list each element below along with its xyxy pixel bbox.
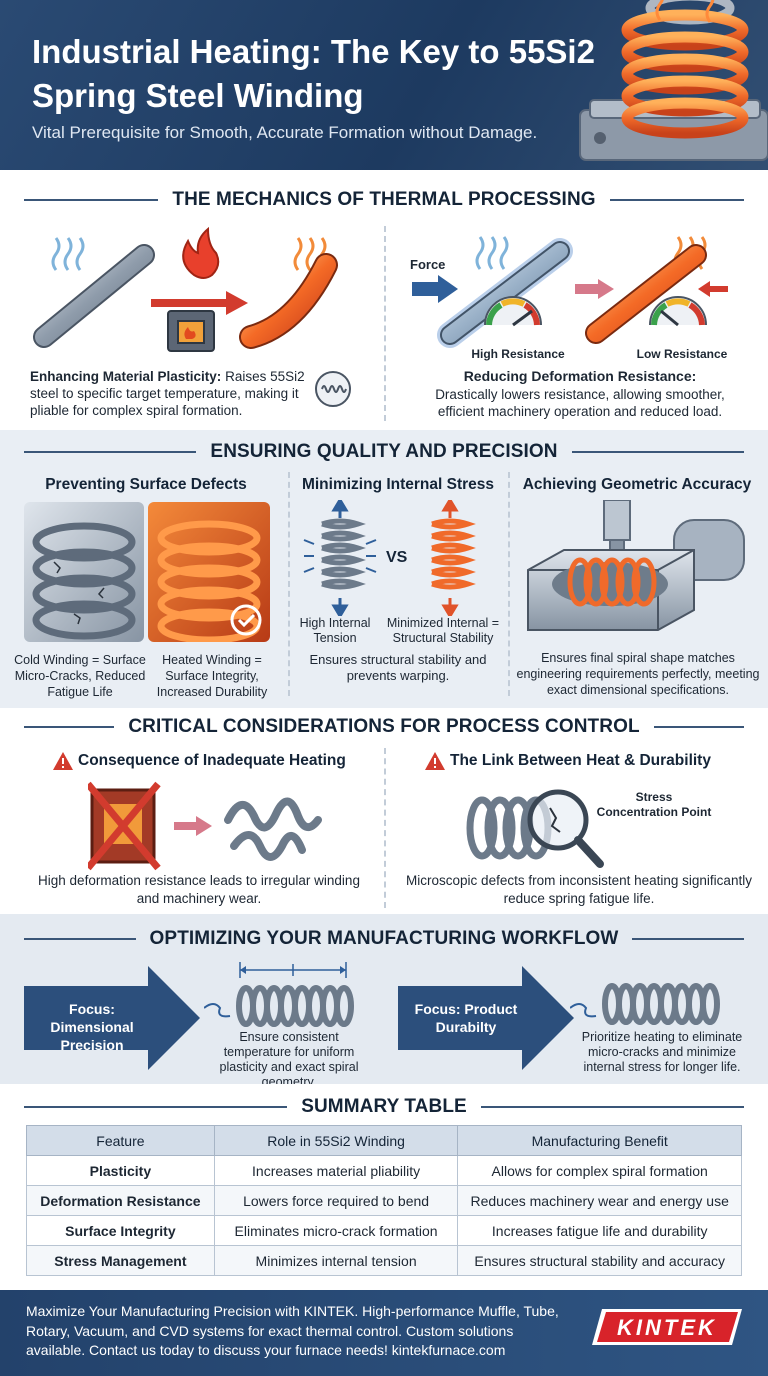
page-subtitle: Vital Prerequisite for Smooth, Accurate … [32, 123, 538, 142]
section-title: OPTIMIZING YOUR MANUFACTURING WORKFLOW [149, 928, 619, 949]
high-tension-caption: High Internal Tension [299, 616, 371, 645]
mechanics-divider [384, 226, 386, 421]
surface-defects-heading: Preventing Surface Defects [45, 476, 247, 493]
mechanics-section-header: THE MECHANICS OF THERMAL PROCESSING [24, 185, 744, 215]
table-cell: Ensures structural stability and accurac… [457, 1245, 742, 1276]
workflow-section: OPTIMIZING YOUR MANUFACTURING WORKFLOW F… [0, 914, 768, 1089]
table-row: Surface Integrity Eliminates micro-crack… [26, 1215, 742, 1246]
page-title: Industrial Heating: The Key to 55Si2 Spr… [32, 33, 595, 114]
table-cell: Plasticity [26, 1155, 215, 1186]
durability-spring-illustration [570, 983, 720, 1025]
inadequate-heating-illustration [88, 781, 322, 871]
critical-section: CRITICAL CONSIDERATIONS FOR PROCESS CONT… [0, 708, 768, 914]
geometric-accuracy-heading: Achieving Geometric Accuracy [522, 476, 752, 493]
durability-focus-label: Focus: Product Durabilty [414, 1001, 518, 1035]
plasticity-caption: Enhancing Material Plasticity: Raises 55… [30, 368, 315, 419]
warning-icon [425, 752, 445, 770]
section-title: THE MECHANICS OF THERMAL PROCESSING [172, 189, 596, 210]
low-resistance-label: Low Resistance [636, 347, 728, 361]
heated-winding-caption: Heated Winding = Surface Integrity, Incr… [156, 653, 268, 699]
table-header-cell: Role in 55Si2 Winding [213, 1125, 459, 1156]
surface-defects-illustration [24, 502, 270, 642]
durability-focus-arrow [398, 966, 574, 1070]
critical-section-header: CRITICAL CONSIDERATIONS FOR PROCESS CONT… [24, 712, 744, 742]
table-cell: Lowers force required to bend [213, 1185, 459, 1216]
spring-coil-icon [315, 371, 351, 407]
check-circle-icon [230, 604, 262, 636]
inadequate-heating-body: High deformation resistance leads to irr… [38, 873, 360, 906]
durability-focus-body: Prioritize heating to eliminate micro-cr… [581, 1030, 743, 1074]
minimized-tension-caption: Minimized Internal = Structural Stabilit… [386, 616, 500, 645]
resistance-heading: Reducing Deformation Resistance: [463, 368, 697, 384]
quality-section-header: ENSURING QUALITY AND PRECISION [24, 437, 744, 467]
table-row: Stress Management Minimizes internal ten… [26, 1245, 742, 1276]
internal-stress-heading: Minimizing Internal Stress [301, 476, 495, 493]
heat-wave-icon [51, 237, 85, 271]
plasticity-body: Raises 55Si2 steel to specific target te… [30, 369, 305, 418]
critical-divider [384, 748, 386, 908]
dimensional-focus-body: Ensure consistent temperature for unifor… [219, 1030, 359, 1089]
resistance-body: Drastically lowers resistance, allowing … [435, 387, 725, 419]
tension-arrows-icon [331, 500, 349, 616]
section-title: SUMMARY TABLE [301, 1096, 467, 1117]
section-title: ENSURING QUALITY AND PRECISION [210, 441, 558, 462]
table-cell: Increases material pliability [213, 1155, 459, 1186]
inadequate-heating-heading: Consequence of Inadequate Heating [78, 752, 346, 769]
table-row: Plasticity Increases material pliability… [26, 1155, 742, 1186]
cold-winding-caption: Cold Winding = Surface Micro-Cracks, Red… [14, 653, 146, 699]
svg-text:KINTEK: KINTEK [617, 1315, 717, 1340]
mechanics-section: THE MECHANICS OF THERMAL PROCESSING [0, 170, 768, 430]
quality-divider-1 [288, 472, 290, 696]
force-label: Force [410, 257, 446, 272]
quality-divider-2 [508, 472, 510, 696]
heat-durability-illustration [466, 789, 604, 868]
stress-concentration-callout: Stress Concentration Point [596, 790, 712, 819]
dimensional-focus-label: Focus: Dimensional Precision [50, 1001, 134, 1053]
dimensional-focus-arrow [24, 966, 200, 1070]
footer-text: Maximize Your Manufacturing Precision wi… [26, 1303, 559, 1358]
table-cell: Allows for complex spiral formation [457, 1155, 742, 1186]
summary-section-header: SUMMARY TABLE [24, 1092, 744, 1122]
quality-section: ENSURING QUALITY AND PRECISION Preventin… [0, 430, 768, 708]
high-resistance-gauge-icon [484, 296, 542, 327]
geometric-accuracy-body: Ensures final spiral shape matches engin… [516, 651, 760, 697]
table-cell: Eliminates micro-crack formation [213, 1215, 459, 1246]
furnace-icon [167, 310, 215, 352]
section-title: CRITICAL CONSIDERATIONS FOR PROCESS CONT… [128, 716, 640, 737]
hot-spring-illustration [579, 0, 768, 161]
table-cell: Deformation Resistance [26, 1185, 215, 1216]
header-banner: Industrial Heating: The Key to 55Si2 Spr… [0, 0, 768, 170]
table-cell: Surface Integrity [26, 1215, 215, 1246]
geometric-accuracy-illustration [527, 500, 745, 631]
resistance-illustration [412, 236, 728, 348]
table-row: Deformation Resistance Lowers force requ… [26, 1185, 742, 1216]
table-cell: Reduces machinery wear and energy use [457, 1185, 742, 1216]
kintek-logo[interactable]: KINTEK [592, 1309, 742, 1345]
internal-stress-body: Ensures structural stability and prevent… [309, 652, 487, 683]
footer-banner: Maximize Your Manufacturing Precision wi… [0, 1290, 768, 1376]
table-cell: Increases fatigue life and durability [457, 1215, 742, 1246]
table-cell: Minimizes internal tension [213, 1245, 459, 1276]
heat-durability-body: Microscopic defects from inconsistent he… [406, 873, 752, 906]
flame-icon [182, 226, 220, 279]
vs-label: VS [386, 549, 408, 566]
low-resistance-gauge-icon [649, 296, 707, 327]
cool-wave-icon [475, 236, 509, 270]
plasticity-illustration [33, 226, 338, 352]
internal-stress-illustration: VS [303, 500, 476, 616]
magnifier-icon [527, 789, 604, 868]
workflow-section-header: OPTIMIZING YOUR MANUFACTURING WORKFLOW [24, 924, 745, 954]
table-cell: Stress Management [26, 1245, 215, 1276]
dimension-spring-illustration [204, 962, 354, 1027]
heat-durability-heading: The Link Between Heat & Durability [450, 752, 711, 769]
table-header-row: Feature Role in 55Si2 Winding Manufactur… [26, 1125, 742, 1156]
high-resistance-label: High Resistance [471, 347, 565, 361]
release-arrows-icon [441, 500, 459, 616]
table-header-cell: Manufacturing Benefit [457, 1125, 742, 1156]
summary-table: Feature Role in 55Si2 Winding Manufactur… [26, 1125, 742, 1276]
table-header-cell: Feature [26, 1125, 215, 1156]
warning-icon [53, 752, 73, 770]
plasticity-heading: Enhancing Material Plasticity: [30, 369, 222, 384]
